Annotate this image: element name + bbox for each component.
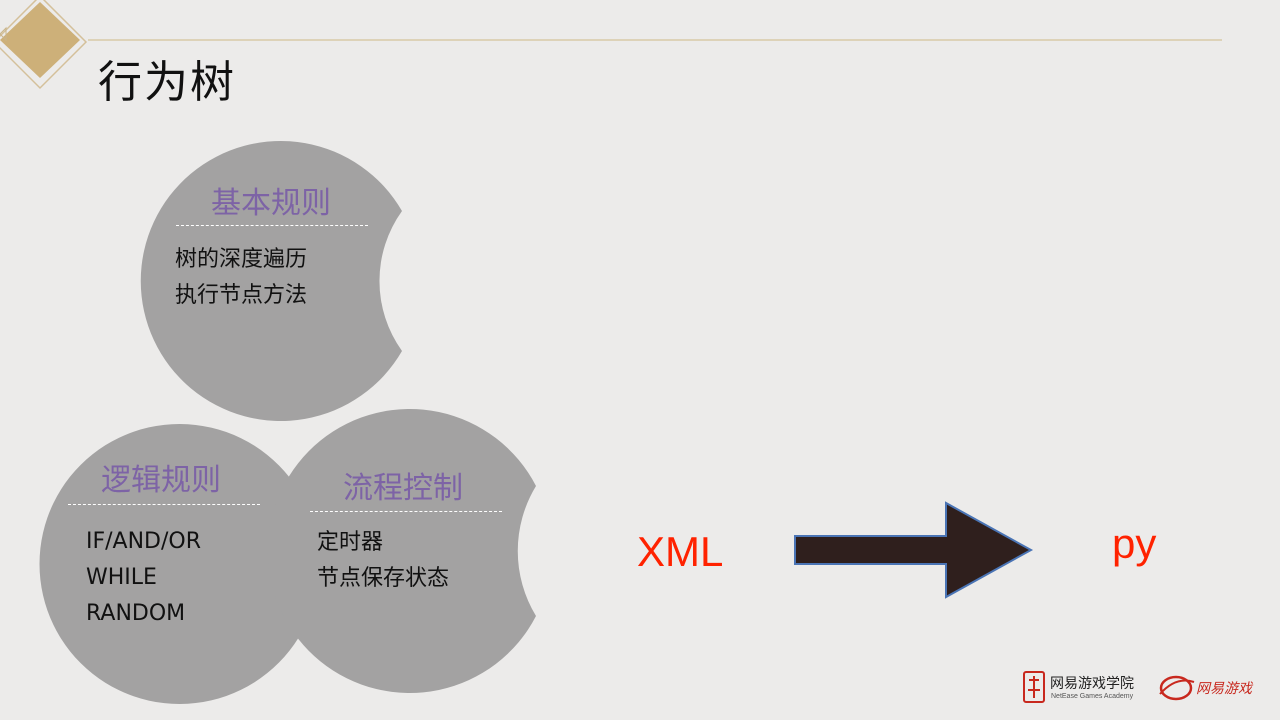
circle-flow-control [267,409,536,693]
label-py: py [1112,520,1157,567]
circle-basic-rules [140,141,402,422]
heading-flow-control: 流程控制 [343,471,463,506]
list-item: 执行节点方法 [175,283,308,308]
divider-logic-rules [68,504,260,505]
list-item: 定时器 [317,530,384,555]
academy-logo-name: 网易游戏学院 [1050,676,1134,692]
list-item: 树的深度遍历 [175,247,308,272]
list-item: IF/AND/OR [86,529,202,554]
list-flow-control: 定时器 节点保存状态 [317,525,449,597]
heading-basic-rules: 基本规则 [211,186,331,221]
netease-games-logo-name: 网易游戏 [1196,681,1252,697]
slide-title: 行为树 [98,57,236,108]
list-logic-rules: IF/AND/OR WHILE RANDOM [86,524,201,632]
academy-logo-subtitle: NetEase Games Academy [1051,693,1134,700]
academy-seal-icon [1023,671,1045,703]
arrow-xml-to-py [794,501,1034,599]
circle-logic-rules [39,423,306,704]
header-diamond-outline [0,0,88,90]
netease-games-logo-icon [1159,675,1195,701]
divider-basic-rules [176,225,368,226]
list-item: WHILE [86,565,157,590]
list-item: 节点保存状态 [317,566,450,591]
heading-logic-rules: 逻辑规则 [101,463,221,498]
label-xml: XML [637,528,724,575]
divider-flow-control [310,511,502,512]
header-diamond [0,2,80,78]
header-left-tick [0,26,7,42]
list-basic-rules: 树的深度遍历 执行节点方法 [175,242,307,314]
list-item: RANDOM [86,601,186,626]
